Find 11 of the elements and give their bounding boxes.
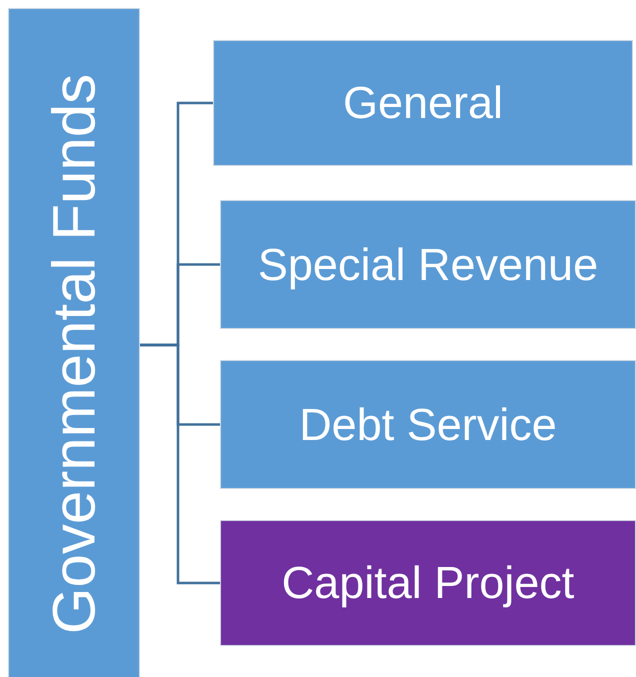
box-label: Debt Service	[299, 398, 557, 450]
fund-box	[220, 520, 636, 646]
fund-box	[220, 200, 636, 329]
box-label: Governmental Funds	[40, 74, 108, 634]
category-box	[8, 8, 140, 677]
box-label: Special Revenue	[258, 238, 598, 290]
connector-line	[140, 344, 220, 584]
box-label: Capital Project	[282, 557, 574, 609]
fund-box	[220, 360, 636, 489]
fund-box	[213, 40, 633, 166]
box-label: General	[342, 77, 504, 129]
